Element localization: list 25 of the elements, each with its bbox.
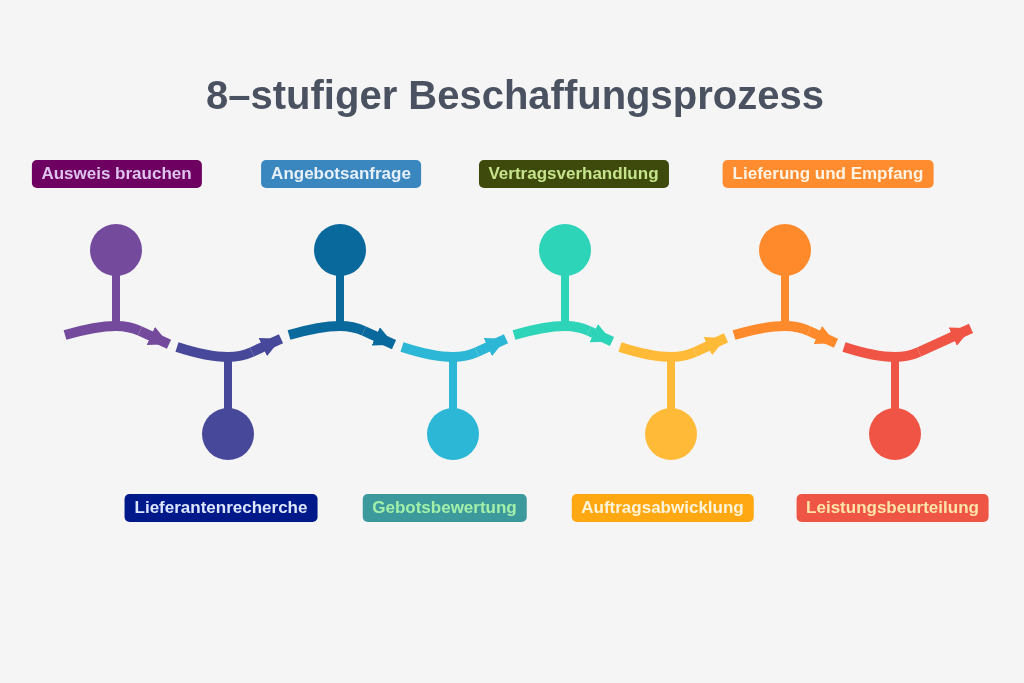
step-label: Angebotsanfrage (261, 160, 421, 188)
step-pin (732, 224, 812, 342)
step-pin (63, 224, 143, 342)
step-label: Vertragsverhandlung (478, 160, 669, 188)
step-pin (400, 340, 480, 460)
step-pin (287, 224, 367, 342)
step-pin (842, 340, 922, 460)
arrow (916, 323, 974, 357)
arrow (361, 326, 397, 350)
arrow (249, 334, 284, 357)
step-label: Gebotsbewertung (362, 494, 527, 522)
arrow (692, 333, 729, 357)
step-pin (618, 340, 698, 460)
step-label: Auftragsabwicklung (571, 494, 754, 522)
arrow (806, 325, 839, 348)
step-label: Ausweis brauchen (31, 160, 202, 188)
arrow (137, 326, 172, 349)
step-label: Leistungsbeurteilung (796, 494, 989, 522)
step-pin (512, 224, 592, 342)
step-pin (175, 340, 255, 460)
step-label: Lieferung und Empfang (722, 160, 934, 188)
diagram-title: 8–stufiger Beschaffungsprozess (206, 72, 824, 118)
arrow (586, 324, 615, 346)
step-label: Lieferantenrecherche (124, 494, 318, 522)
arrow (474, 334, 509, 357)
